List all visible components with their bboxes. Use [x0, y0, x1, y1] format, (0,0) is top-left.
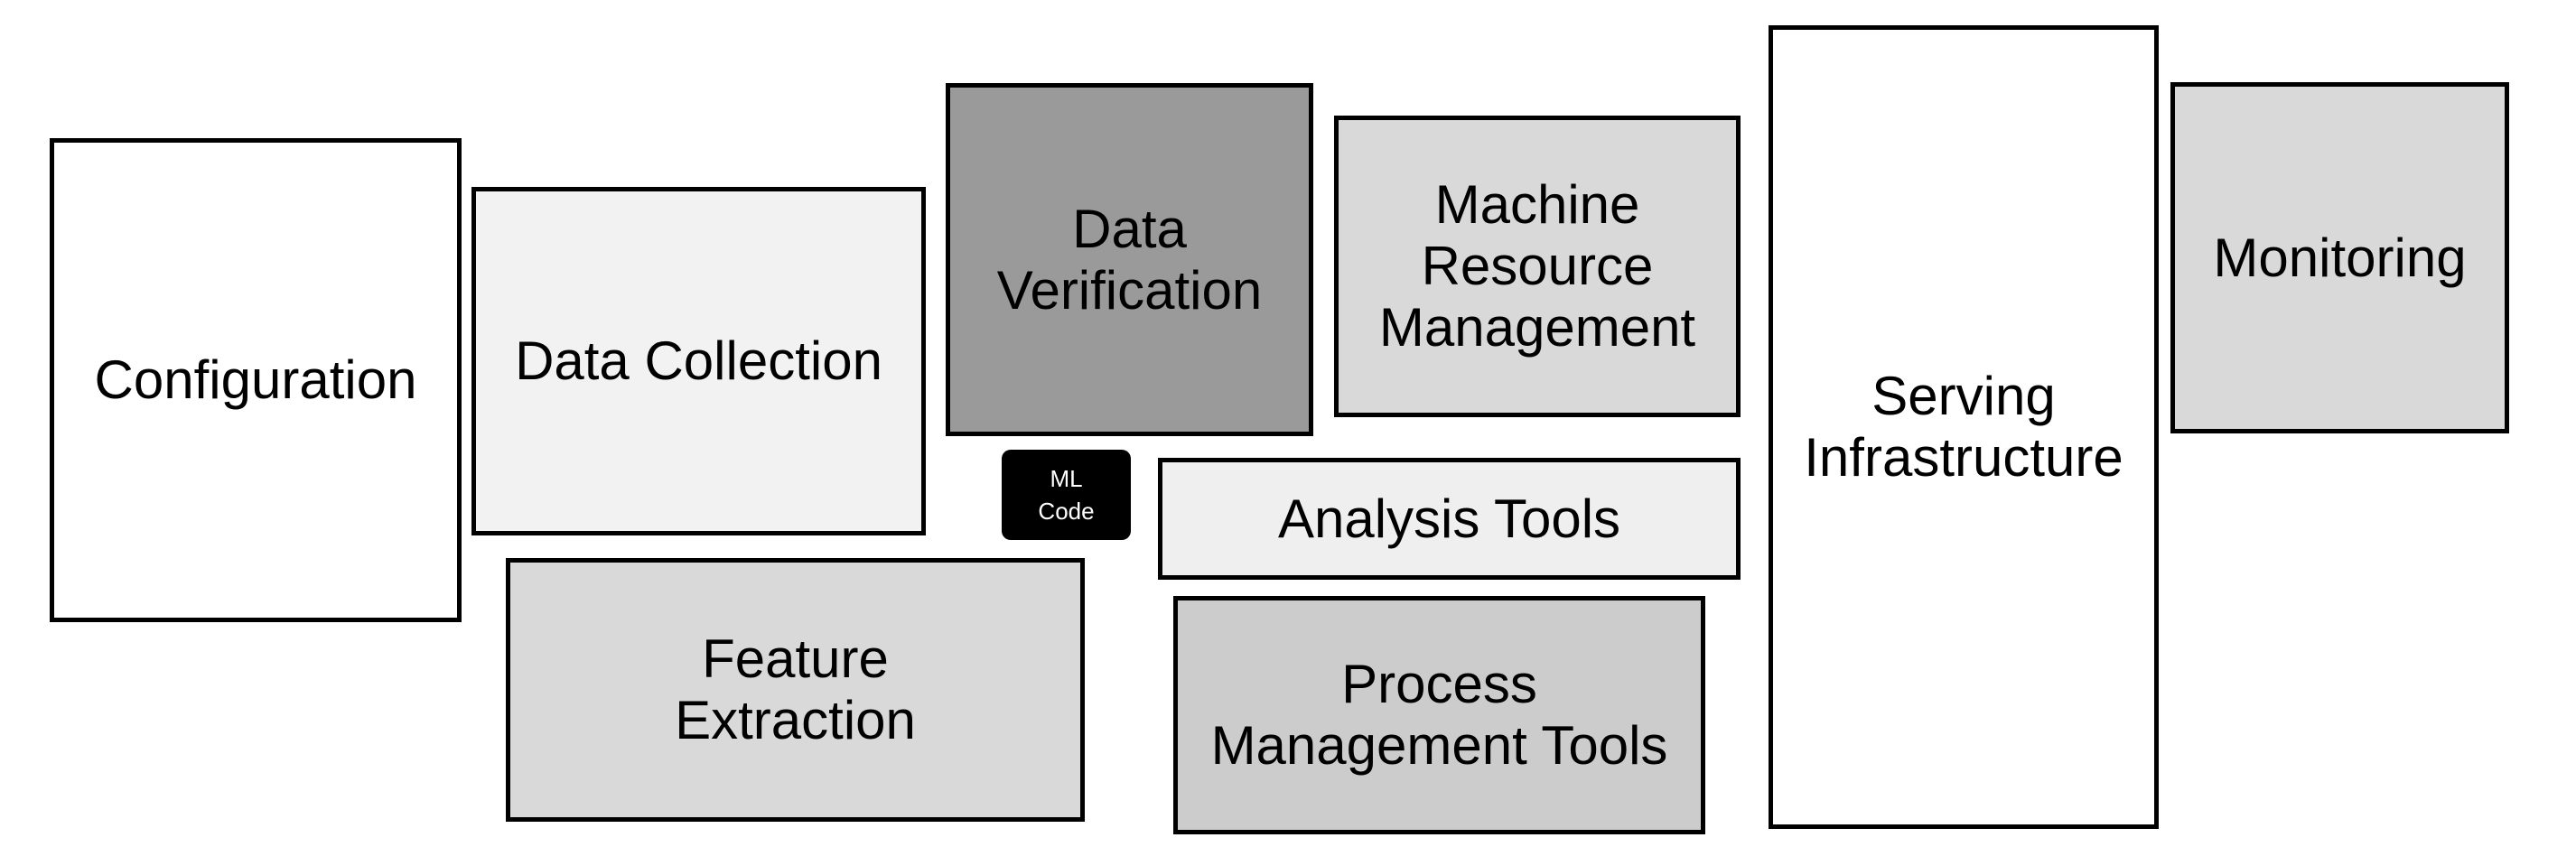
ml-code-label: ML Code [1038, 465, 1095, 525]
data-collection-box: Data Collection [471, 187, 926, 535]
data-verification-box: Data Verification [946, 83, 1313, 436]
serving-infrastructure-box: Serving Infrastructure [1769, 25, 2159, 829]
ml-code-box: ML Code [1002, 450, 1131, 540]
monitoring-box: Monitoring [2170, 82, 2509, 433]
feature-extraction-label: Feature Extraction [675, 628, 916, 750]
feature-extraction-box: Feature Extraction [506, 558, 1085, 822]
monitoring-label: Monitoring [2213, 227, 2467, 288]
configuration-label: Configuration [94, 349, 417, 410]
process-management-tools-label: Process Management Tools [1210, 654, 1668, 776]
machine-resource-management-box: Machine Resource Management [1334, 116, 1741, 417]
data-verification-label: Data Verification [996, 198, 1263, 321]
process-management-tools-box: Process Management Tools [1173, 596, 1705, 834]
serving-infrastructure-label: Serving Infrastructure [1804, 366, 2123, 488]
data-collection-label: Data Collection [515, 330, 882, 391]
configuration-box: Configuration [50, 138, 462, 622]
analysis-tools-box: Analysis Tools [1158, 458, 1741, 580]
machine-resource-management-label: Machine Resource Management [1378, 174, 1696, 358]
analysis-tools-label: Analysis Tools [1277, 488, 1621, 549]
